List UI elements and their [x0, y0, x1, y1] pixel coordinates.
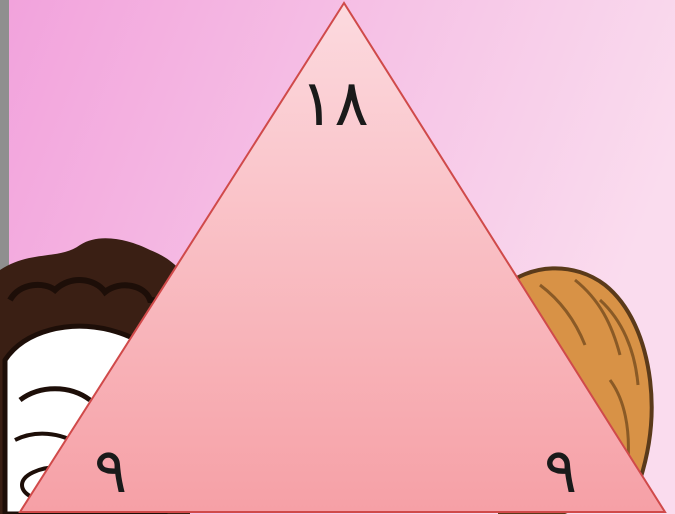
triangle-top-number: ١٨: [300, 72, 369, 136]
triangle-left-number: ٩: [94, 440, 127, 502]
triangle-right-number: ٩: [544, 440, 577, 502]
